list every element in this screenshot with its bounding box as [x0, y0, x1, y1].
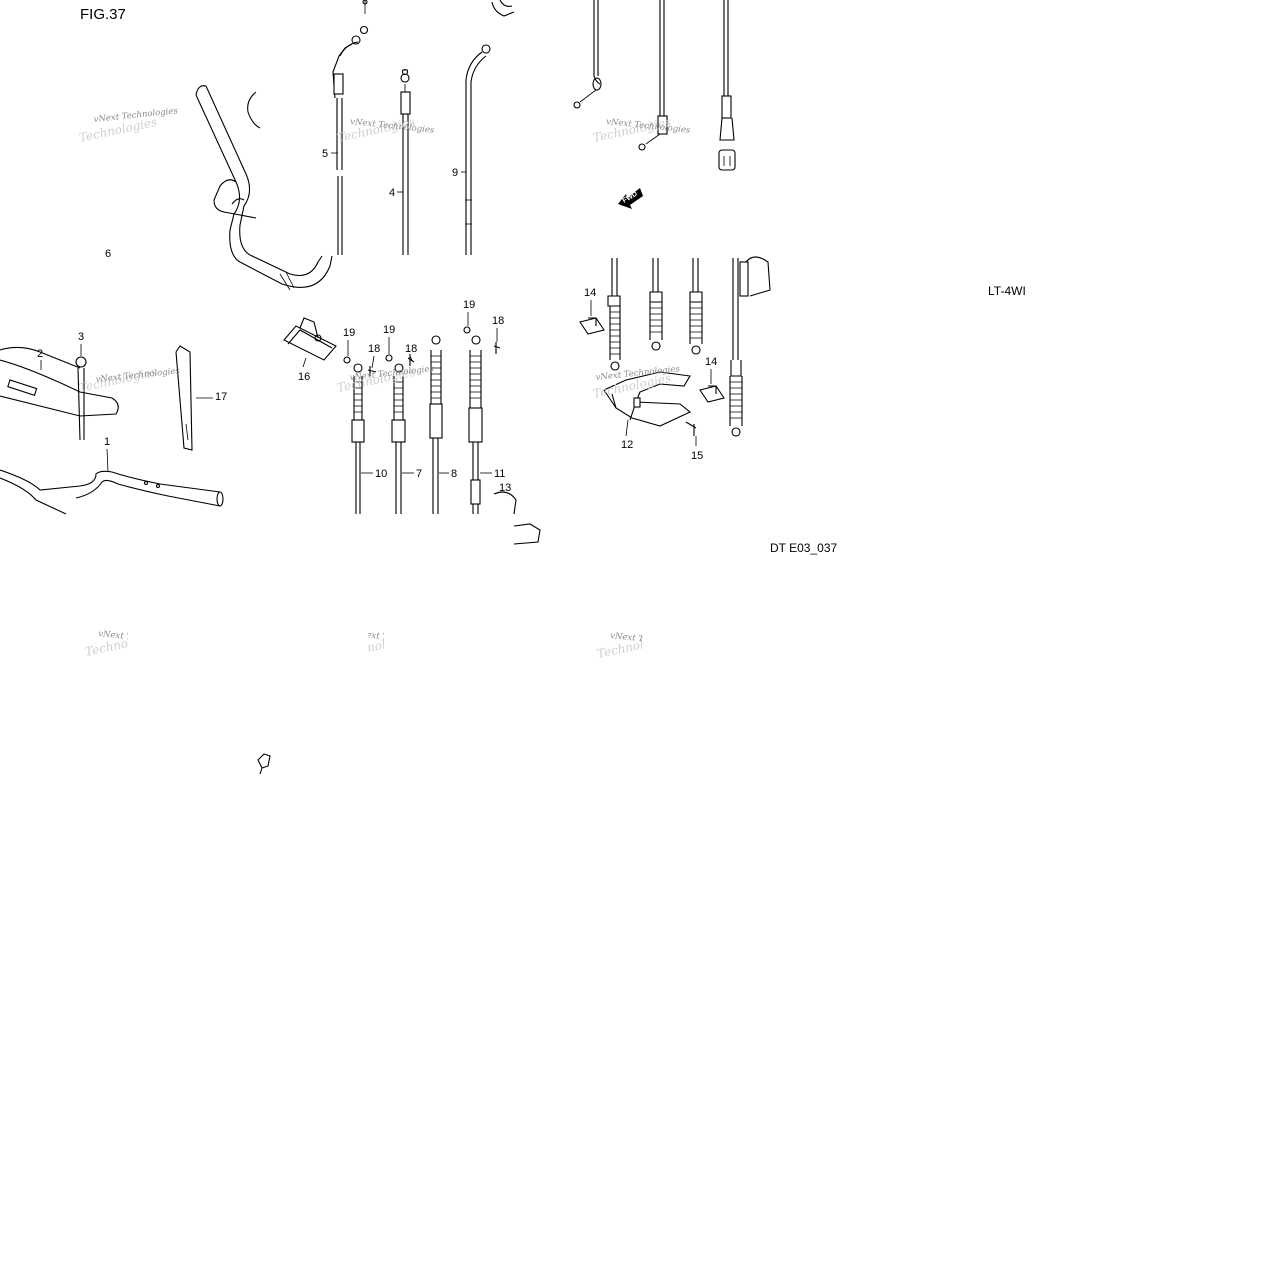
- callout-6: 6: [105, 248, 111, 260]
- figure-title: FIG.37: [80, 6, 126, 23]
- callout-18: 18: [492, 315, 504, 327]
- drawing-code: DT E03_037: [770, 541, 837, 555]
- fwd-arrow-icon: [618, 188, 643, 209]
- callout-7: 7: [416, 468, 422, 480]
- callout-12: 12: [621, 439, 633, 451]
- panel-handlebar-mid: 2 3 17 1 Technologies vNext Technologies: [0, 331, 227, 515]
- callout-18: 18: [368, 343, 380, 355]
- callout-10: 10: [375, 468, 387, 480]
- callout-14: 14: [584, 287, 596, 299]
- callout-15: 15: [691, 450, 703, 462]
- model-label: LT-4WI: [988, 284, 1026, 298]
- callout-1: 1: [104, 436, 110, 448]
- callout-19: 19: [463, 299, 475, 311]
- callout-8: 8: [451, 468, 457, 480]
- callout-11: 11: [494, 468, 505, 480]
- callout-19: 19: [343, 327, 355, 339]
- callout-19: 19: [383, 324, 395, 336]
- callout-9: 9: [452, 167, 458, 179]
- callout-13: 13: [499, 482, 511, 494]
- callout-5: 5: [322, 148, 328, 160]
- callout-18: 18: [405, 343, 417, 355]
- callout-4: 4: [389, 187, 395, 199]
- panel-handlebar-top: 5 4 9 6 Technologies vNext Technologies …: [78, 0, 515, 291]
- callout-16: 16: [298, 371, 310, 383]
- panel-cable-bracket: 14 14 12 15 Technologies vNext Technolog…: [579, 256, 771, 462]
- callout-17: 17: [215, 391, 227, 403]
- callout-14: 14: [705, 356, 717, 368]
- panel-cables-top: FWD Technologies vNext Technologies: [573, 0, 736, 209]
- panel-cables-mid: 16 10 7 8 11 13: [283, 299, 541, 545]
- callout-3: 3: [78, 331, 84, 343]
- callout-2: 2: [37, 348, 43, 360]
